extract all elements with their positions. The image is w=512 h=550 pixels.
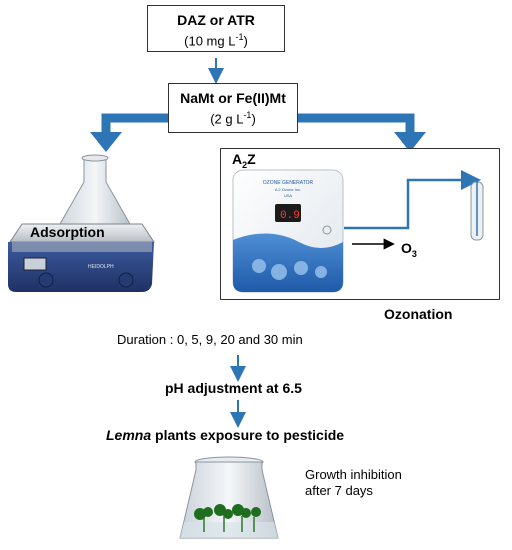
arrow-to-ozonation-head (394, 132, 426, 152)
stirrer-knob-left-icon (38, 272, 54, 288)
growth-line-2: after 7 days (305, 483, 373, 498)
ozone-generator-label: A2Z (232, 151, 256, 170)
ozone-generator-illustration: 0.9 OZONE GENERATOR A 2 Ozone Inc. USA (232, 169, 344, 293)
arrow-to-adsorption-head (90, 132, 122, 152)
pesticide-label: DAZ or ATR (177, 12, 255, 28)
lemna-flask-illustration (179, 456, 279, 539)
growth-line-1: Growth inhibition (305, 467, 402, 482)
pesticide-box: DAZ or ATR (10 mg L-1) (147, 5, 285, 52)
svg-text:HEIDOLPH: HEIDOLPH (88, 264, 114, 270)
duration-text: Duration : 0, 5, 9, 20 and 30 min (117, 332, 303, 347)
ozone-label: O3 (401, 240, 417, 259)
mineral-concentration: (2 g L-1) (210, 110, 256, 127)
ozone-display (275, 204, 301, 222)
power-button-icon (322, 225, 332, 235)
lemna-plant-icon (194, 504, 261, 520)
ozone-display-value: 0.9 (280, 210, 300, 222)
o3-output-arrow (352, 238, 395, 250)
ozonation-caption: Ozonation (384, 306, 453, 322)
adsorption-stirrer-illustration: HEIDOLPH (8, 154, 155, 292)
stirrer-knob-right-icon (118, 272, 134, 288)
mineral-box: NaMt or Fe(II)Mt (2 g L-1) (168, 83, 298, 133)
svg-text:OZONE GENERATOR: OZONE GENERATOR (263, 180, 314, 186)
growth-inhibition-note: Growth inhibition after 7 days (305, 467, 402, 499)
lemna-exposure-step: Lemna plants exposure to pesticide (106, 427, 345, 443)
arrow-to-ozonation (298, 113, 415, 134)
mineral-label: NaMt or Fe(II)Mt (180, 90, 286, 106)
ozone-tubing (344, 170, 484, 241)
ph-adjustment-step: pH adjustment at 6.5 (165, 380, 302, 396)
adsorption-label: Adsorption (30, 224, 105, 240)
flask-icon (59, 157, 131, 225)
pesticide-concentration: (10 mg L-1) (184, 32, 248, 49)
svg-text:A 2 Ozone Inc.: A 2 Ozone Inc. (275, 187, 301, 192)
svg-text:USA: USA (284, 193, 293, 198)
arrow-to-adsorption (101, 113, 168, 134)
